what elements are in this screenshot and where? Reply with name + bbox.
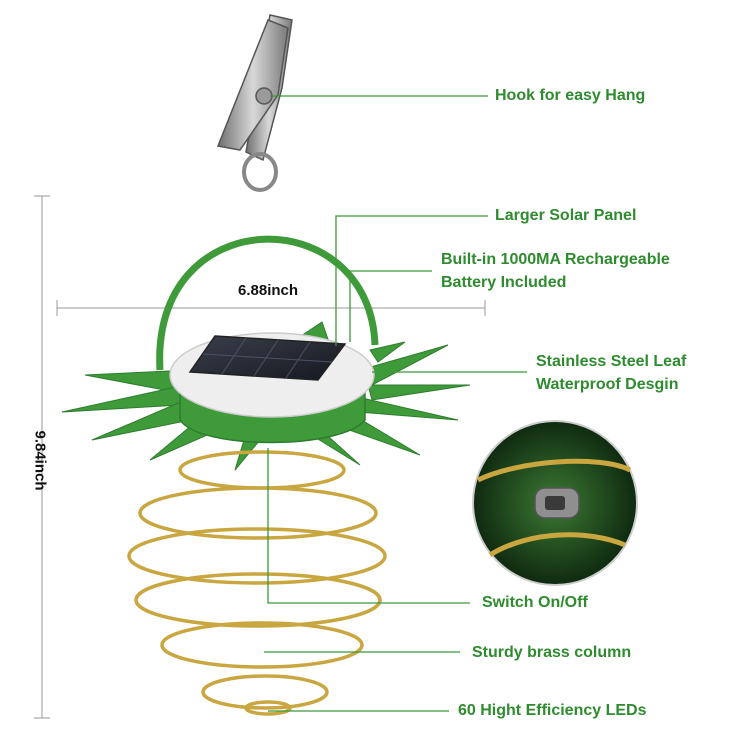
width-dimension-label: 6.88inch (238, 282, 299, 299)
leaf-callout-line1: Stainless Steel Leaf (536, 353, 687, 370)
brass-column-coils (127, 450, 387, 716)
dimension-lines (34, 195, 486, 719)
height-dimension-label: 9.84inch (31, 430, 49, 491)
hook-callout: Hook for easy Hang (495, 87, 646, 104)
metal-clip-icon (216, 14, 293, 192)
switch-callout: Switch On/Off (482, 594, 588, 611)
battery-callout-line2: Battery Included (441, 274, 567, 291)
column-callout: Sturdy brass column (472, 644, 632, 661)
leds-callout: 60 Hight Efficiency LEDs (458, 702, 647, 719)
switch-closeup-icon (472, 420, 638, 586)
leader-lines (264, 95, 527, 712)
leaf-callout-line2: Waterproof Desgin (536, 376, 679, 393)
solar-panel-callout: Larger Solar Panel (495, 207, 637, 224)
handle-arch (156, 235, 379, 371)
panel-grid (202, 337, 333, 379)
battery-callout-line1: Built-in 1000MA Rechargeable (441, 251, 670, 268)
